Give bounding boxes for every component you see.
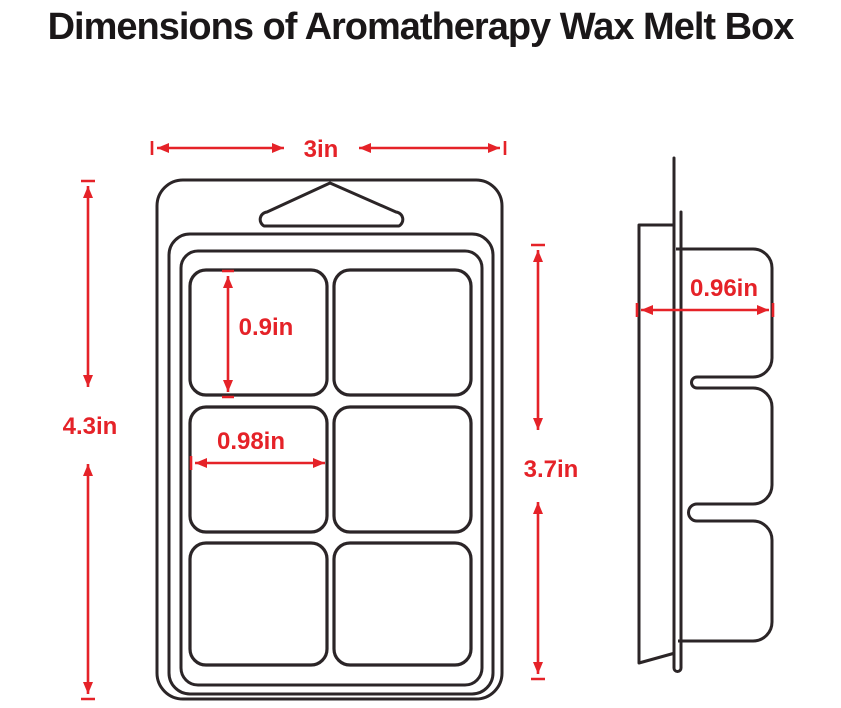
hang-hole bbox=[258, 181, 405, 228]
dimension-label-tray-height: 3.7in bbox=[524, 456, 579, 483]
cavity-row3-col1 bbox=[188, 541, 329, 667]
dimension-ticks bbox=[81, 179, 95, 701]
cavity-bumps-profile bbox=[676, 247, 774, 643]
dimension-overall-height: 4.3in bbox=[63, 179, 118, 701]
tray-outer-lip bbox=[167, 232, 495, 696]
dimension-ticks bbox=[222, 269, 234, 399]
side-view bbox=[637, 156, 774, 673]
dimension-label-overall-width: 3in bbox=[304, 136, 339, 163]
dimension-depth: 0.96in bbox=[635, 275, 775, 317]
dimension-ticks bbox=[635, 303, 775, 317]
flange-profile bbox=[637, 223, 676, 665]
dimension-tray-height: 3.7in bbox=[524, 243, 579, 681]
page-title: Dimensions of Aromatherapy Wax Melt Box bbox=[47, 6, 795, 48]
cavity-row2-col2 bbox=[332, 405, 473, 534]
cavity-row1-col2 bbox=[332, 268, 473, 397]
dimension-ticks bbox=[150, 141, 507, 155]
dimension-label-cavity-width: 0.98in bbox=[217, 428, 285, 455]
blister-sheet-profile bbox=[672, 156, 683, 673]
cavity-row2-col1 bbox=[188, 405, 329, 534]
dimension-cavity-height: 0.9in bbox=[222, 269, 294, 399]
tray-inner-lip bbox=[179, 249, 484, 687]
front-view bbox=[155, 178, 504, 701]
dimension-label-overall-height: 4.3in bbox=[63, 413, 118, 440]
dimension-cavity-width: 0.98in bbox=[189, 428, 325, 470]
clamshell-outer-edge bbox=[155, 178, 504, 701]
cavity-row3-col2 bbox=[332, 541, 473, 667]
cavity-row1-col1 bbox=[188, 268, 329, 397]
dimension-ticks bbox=[531, 243, 545, 681]
dimension-label-cavity-height: 0.9in bbox=[239, 314, 294, 341]
dimension-label-depth: 0.96in bbox=[690, 275, 758, 302]
dimension-overall-width: 3in bbox=[150, 136, 507, 163]
